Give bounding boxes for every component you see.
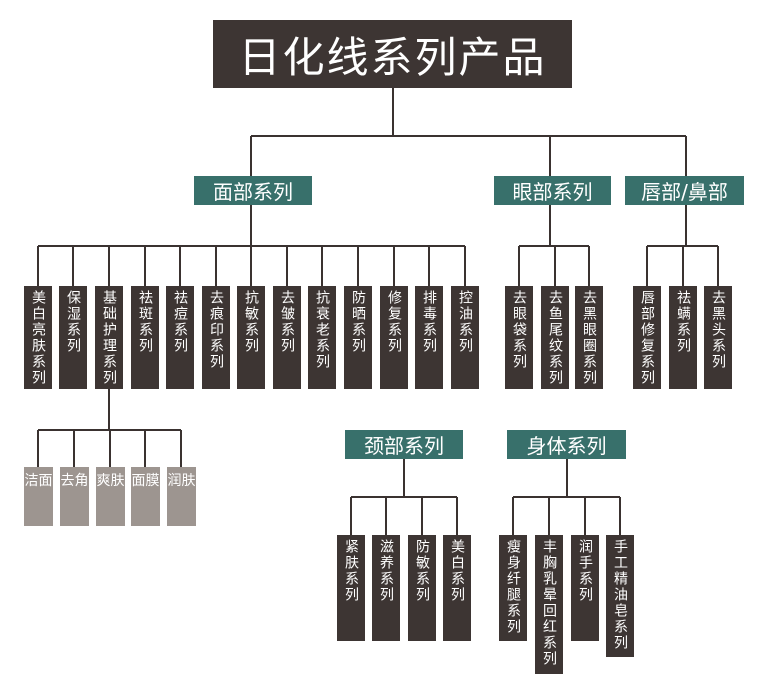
face-item-label: 去皱系列 xyxy=(279,290,295,354)
basic-care-item: 润肤 xyxy=(167,467,196,526)
body-item: 手工精油皂系列 xyxy=(606,535,634,657)
basic-care-item-label: 爽肤 xyxy=(96,473,125,489)
face-item: 去痕印系列 xyxy=(202,286,230,389)
lip-nose-item: 祛螨系列 xyxy=(669,286,697,389)
lip-nose-item-label: 祛螨系列 xyxy=(675,290,691,354)
face-item: 祛斑系列 xyxy=(131,286,159,389)
face-item-label: 防晒系列 xyxy=(350,290,366,354)
body-item-label: 手工精油皂系列 xyxy=(612,539,628,651)
body-item: 瘦身纤腿系列 xyxy=(499,535,527,641)
face-item-label: 抗敏系列 xyxy=(243,290,259,354)
basic-care-item: 爽肤 xyxy=(96,467,125,526)
face-item-label: 保湿系列 xyxy=(65,290,81,354)
basic-care-item-label: 去角质 xyxy=(60,473,103,489)
category-body: 身体系列 xyxy=(507,430,626,459)
face-item-label: 抗衰老系列 xyxy=(314,290,330,370)
basic-care-item: 洁面 xyxy=(24,467,53,526)
face-item-label: 控油系列 xyxy=(457,290,473,354)
lip-nose-item-label: 去黑头系列 xyxy=(710,290,726,370)
face-item: 抗敏系列 xyxy=(237,286,265,389)
category-eye: 眼部系列 xyxy=(494,176,611,205)
eye-item-label: 去黑眼圈系列 xyxy=(581,290,597,386)
face-item: 去皱系列 xyxy=(273,286,301,389)
basic-care-item: 去角质 xyxy=(60,467,103,526)
eye-item: 去眼袋系列 xyxy=(505,286,533,389)
category-lip-nose: 唇部/鼻部 xyxy=(625,176,744,205)
neck-item-label: 防敏系列 xyxy=(414,539,430,603)
face-item: 防晒系列 xyxy=(344,286,372,389)
body-item-label: 润手系列 xyxy=(577,539,593,603)
body-item-label: 丰胸乳晕回红系列 xyxy=(541,539,557,667)
eye-item-label: 去眼袋系列 xyxy=(511,290,527,370)
face-item: 修复系列 xyxy=(380,286,408,389)
lip-nose-item: 去黑头系列 xyxy=(704,286,732,389)
face-item: 祛痘系列 xyxy=(166,286,194,389)
diagram-title: 日化线系列产品 xyxy=(213,20,572,88)
face-item-label: 美白亮肤系列 xyxy=(30,290,46,386)
face-item: 控油系列 xyxy=(451,286,479,389)
neck-item-label: 美白系列 xyxy=(449,539,465,603)
face-item: 基础护理系列 xyxy=(95,286,123,389)
basic-care-item-label: 洁面 xyxy=(24,473,53,489)
eye-item: 去黑眼圈系列 xyxy=(575,286,603,389)
face-item: 美白亮肤系列 xyxy=(24,286,52,389)
basic-care-item: 面膜 xyxy=(131,467,160,526)
neck-item-label: 紧肤系列 xyxy=(343,539,359,603)
category-face: 面部系列 xyxy=(194,176,312,205)
body-item: 丰胸乳晕回红系列 xyxy=(535,535,563,674)
face-item: 抗衰老系列 xyxy=(308,286,336,389)
category-neck: 颈部系列 xyxy=(345,430,463,459)
eye-item: 去鱼尾纹系列 xyxy=(541,286,569,389)
face-item-label: 基础护理系列 xyxy=(101,290,117,386)
face-item: 排毒系列 xyxy=(415,286,443,389)
neck-item: 防敏系列 xyxy=(408,535,436,641)
neck-item: 紧肤系列 xyxy=(337,535,365,641)
lip-nose-item-label: 唇部修复系列 xyxy=(639,290,655,386)
face-item-label: 祛斑系列 xyxy=(137,290,153,354)
basic-care-item-label: 面膜 xyxy=(131,473,160,489)
lip-nose-item: 唇部修复系列 xyxy=(633,286,661,389)
neck-item-label: 滋养系列 xyxy=(378,539,394,603)
face-item-label: 去痕印系列 xyxy=(208,290,224,370)
neck-item: 滋养系列 xyxy=(372,535,400,641)
basic-care-item-label: 润肤 xyxy=(167,473,196,489)
face-item-label: 修复系列 xyxy=(386,290,402,354)
face-item: 保湿系列 xyxy=(59,286,87,389)
face-item-label: 祛痘系列 xyxy=(172,290,188,354)
face-item-label: 排毒系列 xyxy=(421,290,437,354)
body-item: 润手系列 xyxy=(571,535,599,641)
body-item-label: 瘦身纤腿系列 xyxy=(505,539,521,635)
neck-item: 美白系列 xyxy=(443,535,471,641)
eye-item-label: 去鱼尾纹系列 xyxy=(547,290,563,386)
